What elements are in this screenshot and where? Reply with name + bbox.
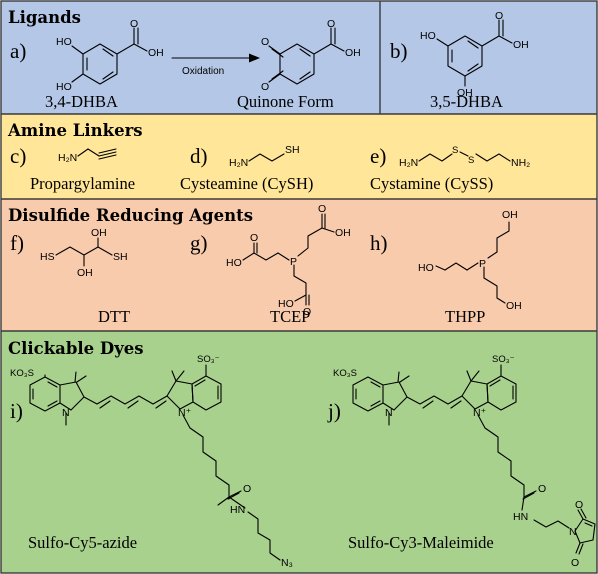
- tcep-o-left: O: [250, 232, 258, 244]
- dtt-oh-top: OH: [91, 227, 107, 239]
- label-a: a): [10, 39, 26, 63]
- cy3-maleimide-n: N: [569, 526, 577, 538]
- reducing-agents-heading: Disulfide Reducing Agents: [8, 206, 253, 225]
- thpp-oh-bottom: OH: [506, 300, 522, 312]
- cy5-n-plus: N⁺: [178, 407, 191, 419]
- quinone-carbonyl-o: O: [327, 18, 335, 30]
- cy5-name: Sulfo-Cy5-azide: [28, 533, 137, 552]
- dhba35-acid-oh: OH: [513, 39, 529, 51]
- amine-linkers-heading: Amine Linkers: [7, 121, 143, 140]
- thpp-p: P: [479, 258, 486, 270]
- cysteamine-sh: SH: [285, 144, 300, 156]
- cy3-n-left: N: [385, 407, 393, 419]
- label-g: g): [190, 231, 208, 255]
- dhba35-oh-bottom: OH: [457, 87, 473, 99]
- amine-linkers-panel: [1, 114, 597, 199]
- dhba34-acid-oh: OH: [148, 47, 164, 59]
- cy5-n3: N₃: [281, 557, 293, 569]
- dtt-structure: [55, 237, 113, 267]
- label-i: i): [10, 399, 23, 423]
- cystamine-structure: [418, 151, 511, 162]
- cy5-ko3s: KO₃S: [10, 368, 34, 379]
- dhba34-ho-bottom: HO: [56, 81, 72, 93]
- dtt-sh: SH: [113, 251, 128, 263]
- dhba35-structure: [436, 19, 513, 87]
- tcep-p: P: [290, 256, 297, 268]
- tcep-oh-right: OH: [335, 227, 351, 239]
- thpp-ho-left: HO: [418, 262, 434, 274]
- dtt-hs: HS: [40, 251, 55, 263]
- cysteamine-structure: [248, 153, 285, 162]
- quinone-acid-oh: OH: [345, 47, 361, 59]
- cy5-structure: [29, 364, 281, 561]
- cy5-n-left: N: [62, 407, 70, 419]
- cy3-so3: SO₃⁻: [492, 354, 515, 365]
- cysteamine-h2n: H₂N: [229, 157, 248, 169]
- clickable-dyes-heading: Clickable Dyes: [8, 339, 144, 358]
- cystamine-name: Cystamine (CySS): [370, 174, 493, 193]
- cystamine-s1: S: [452, 145, 458, 156]
- dhba34-structure: [71, 27, 148, 85]
- thpp-structure: [435, 221, 510, 304]
- quinone-structure: [268, 27, 345, 85]
- tcep-ho-bottom: HO: [278, 298, 294, 310]
- quinone-o-bottom: O: [261, 81, 269, 93]
- ligands-heading: Ligands: [8, 8, 81, 27]
- label-c: c): [10, 144, 26, 168]
- cysteamine-name: Cysteamine (CySH): [180, 174, 313, 193]
- dhba35-ho: HO: [420, 30, 436, 42]
- cystamine-h2n: H₂N: [399, 157, 418, 169]
- ligands-panel: [1, 1, 597, 114]
- dhba34-name: 3,4-DHBA: [45, 92, 118, 111]
- label-e: e): [370, 144, 386, 168]
- thpp-name: THPP: [445, 307, 485, 326]
- dtt-name: DTT: [98, 307, 130, 326]
- thpp-oh-top: OH: [502, 209, 518, 221]
- label-d: d): [190, 144, 208, 168]
- cystamine-nh2: NH₂: [511, 157, 530, 169]
- cy3-maleimide-o-bottom: O: [571, 557, 579, 569]
- cy5-so3: SO₃⁻: [197, 354, 220, 365]
- label-j: j): [327, 399, 341, 423]
- cy3-n-plus: N⁺: [473, 407, 486, 419]
- dhba35-carbonyl-o: O: [495, 10, 503, 22]
- tcep-ho-left: HO: [226, 257, 242, 269]
- cy3-amide-o: O: [538, 483, 546, 495]
- dtt-oh-bottom: OH: [77, 267, 93, 279]
- cy3-maleimide-o-top: O: [575, 499, 583, 511]
- dhba35-name: 3,5-DHBA: [430, 92, 503, 111]
- oxidation-label: Oxidation: [182, 66, 224, 77]
- tcep-o-bottom: O: [303, 306, 311, 318]
- cy3-name: Sulfo-Cy3-Maleimide: [348, 533, 494, 552]
- cy5-amide-o: O: [243, 483, 251, 495]
- tcep-structure: [242, 213, 335, 306]
- tcep-o-top: O: [318, 203, 326, 215]
- propargylamine-name: Propargylamine: [30, 174, 135, 193]
- propargylamine-h2n: H₂N: [58, 152, 77, 164]
- dhba34-ho-top: HO: [56, 36, 72, 48]
- cy3-hn: HN: [513, 511, 528, 523]
- oxidation-arrowhead: [249, 53, 260, 63]
- quinone-name: Quinone Form: [237, 92, 334, 111]
- reducing-agents-panel: [1, 199, 597, 331]
- tcep-name: TCEP: [270, 307, 310, 326]
- label-h: h): [370, 231, 388, 255]
- propargylamine-structure: [77, 148, 117, 160]
- cy5-hn: HN: [230, 504, 245, 516]
- dhba34-carbonyl-o: O: [130, 18, 138, 30]
- cy3-structure: [352, 364, 596, 555]
- quinone-o-top: O: [261, 36, 269, 48]
- cystamine-s2: S: [468, 155, 474, 166]
- cy3-ko3s: KO₃S: [333, 368, 357, 379]
- label-f: f): [10, 231, 24, 255]
- label-b: b): [390, 39, 408, 63]
